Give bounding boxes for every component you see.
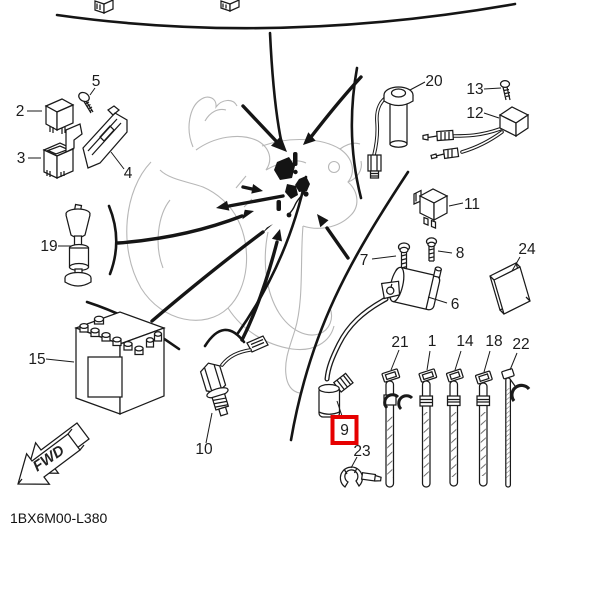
arrow-from-upper-left <box>241 104 287 152</box>
part-24-drawing <box>489 262 531 315</box>
part-4-drawing <box>65 105 128 169</box>
part-label-19[interactable]: 19 <box>40 238 57 255</box>
part-1-tie-drawing <box>418 368 438 488</box>
arrow-small-right <box>241 184 263 194</box>
part-label-8[interactable]: 8 <box>456 245 465 262</box>
battery-caps <box>79 322 144 356</box>
part-12-drawing <box>422 106 530 160</box>
arrow-from-coil <box>317 214 350 260</box>
part-9-plug-cap-drawing <box>318 372 354 418</box>
part-23-drawing <box>339 466 382 488</box>
part-label-21[interactable]: 21 <box>391 334 408 351</box>
part-label-20[interactable]: 20 <box>425 73 443 90</box>
part-label-18[interactable]: 18 <box>485 333 502 350</box>
part-label-11[interactable]: 11 <box>464 196 480 213</box>
arrow-to-lower-left <box>216 194 285 211</box>
part-13-drawing <box>499 79 511 101</box>
part-6-coil-drawing <box>324 266 443 382</box>
part-21-tie-drawing <box>381 368 414 488</box>
part-2-drawing <box>44 98 75 134</box>
part-labels: 2 3 5 4 19 15 10 20 13 12 11 7 8 6 24 21… <box>16 73 536 460</box>
part-label-9[interactable]: 9 <box>340 422 349 439</box>
arrow-from-upper-right <box>303 75 363 145</box>
part-label-22[interactable]: 22 <box>512 336 529 353</box>
arrow-long-left <box>116 209 254 245</box>
part-label-14[interactable]: 14 <box>456 333 474 350</box>
part-label-10[interactable]: 10 <box>195 441 213 458</box>
part-20-drawing <box>367 86 414 179</box>
part-14-tie-drawing <box>445 368 464 487</box>
part-19-drawing <box>64 203 92 287</box>
diagram-code: 1BX6M00-L380 <box>10 510 108 526</box>
part-22-tie-drawing <box>501 368 531 488</box>
part-18-tie-drawing <box>474 370 493 487</box>
part-5-drawing <box>78 91 94 114</box>
leader-lines <box>27 81 521 469</box>
part-10-spark-plug-drawing <box>199 335 269 417</box>
part-11-drawing <box>413 188 449 230</box>
selected-part-callout[interactable]: 9 <box>330 415 359 445</box>
arrow-from-battery <box>150 224 273 323</box>
callout-arrows <box>116 75 363 342</box>
part-label-3[interactable]: 3 <box>17 150 26 167</box>
top-edge-part-right <box>220 0 240 12</box>
part-label-7[interactable]: 7 <box>360 252 369 269</box>
location-markers <box>274 152 310 218</box>
part-label-5[interactable]: 5 <box>92 73 101 90</box>
part-8-drawing <box>425 237 438 262</box>
fwd-arrow: FWD <box>17 422 90 485</box>
part-label-6[interactable]: 6 <box>451 296 460 313</box>
part-label-2[interactable]: 2 <box>16 103 25 120</box>
part-label-24[interactable]: 24 <box>518 241 536 258</box>
part-label-12[interactable]: 12 <box>466 105 483 122</box>
top-edge-part-left <box>94 0 114 14</box>
arrow-from-plug <box>240 229 282 342</box>
part-label-13[interactable]: 13 <box>466 81 483 98</box>
part-label-15[interactable]: 15 <box>28 351 45 368</box>
part-7-drawing <box>397 242 411 272</box>
part-label-4[interactable]: 4 <box>124 165 133 182</box>
part-label-23[interactable]: 23 <box>353 443 370 460</box>
selected-part-highlight-box[interactable] <box>330 415 359 445</box>
part-15-battery-drawing <box>74 311 166 415</box>
part-label-1[interactable]: 1 <box>428 333 437 350</box>
